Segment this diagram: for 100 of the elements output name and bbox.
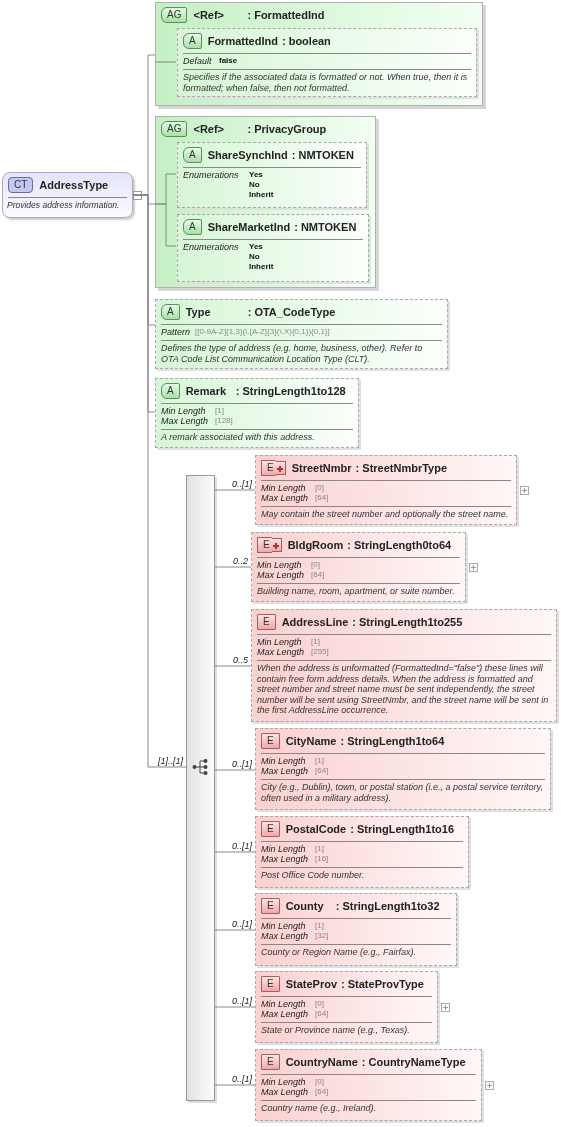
cardinality-label: 0..[1]: [232, 841, 252, 851]
facet-value: [1]: [311, 637, 320, 647]
facet-label: Min Length: [257, 637, 303, 647]
facet-label: Max Length: [161, 416, 210, 426]
facet-label: Max Length: [257, 570, 306, 580]
kind-badge: A: [161, 383, 180, 399]
element-box: [255, 455, 517, 525]
element-box: [251, 609, 557, 722]
description: Post Office Code number.: [260, 869, 366, 882]
facet-value: [[0-9A-Z]{1,3}(\.[A-Z]{3}(\.X){0,1}){0,1}]: [195, 327, 330, 337]
description: Specifies if the associated data is formatted or not. When true, then it is formatted; when false, then not formatted.: [182, 71, 469, 95]
element-name: FormattedInd: [207, 35, 278, 47]
attribute-box: [155, 378, 359, 448]
kind-badge: E: [261, 460, 276, 476]
attribute-group-box: [155, 2, 483, 106]
kind-badge: A: [183, 219, 202, 235]
facet-label: Enumerations: [183, 242, 240, 252]
element-name: Type: [185, 306, 212, 318]
element-name: PostalCode: [285, 823, 347, 835]
cardinality-label: 0..[1]: [232, 996, 252, 1006]
facet-value: No: [249, 252, 261, 262]
connector-line: [214, 769, 256, 771]
facet-label: Min Length: [257, 560, 303, 570]
facet-label: Max Length: [261, 766, 310, 776]
element-name: StateProv: [285, 978, 338, 990]
element-name: BldgRoom: [287, 539, 344, 551]
description: County or Region Name (e.g., Fairfax).: [260, 946, 418, 959]
attribute-group-box: [155, 116, 376, 288]
type-name: AddressType: [39, 179, 109, 191]
kind-badge: E: [257, 614, 276, 630]
facet-value: [0]: [315, 483, 324, 493]
connector-line: [154, 203, 177, 247]
facet-value: Yes: [249, 170, 264, 180]
facet-label: Min Length: [161, 406, 207, 416]
type-name: : StateProvType: [341, 978, 424, 990]
facet-value: [128]: [215, 416, 233, 426]
element-name: ShareMarketInd: [207, 221, 291, 233]
type-name: : NMTOKEN: [294, 221, 357, 233]
element-box: [251, 532, 466, 602]
facet-value: Inherit: [249, 262, 274, 272]
description: Defines the type of address (e.g. home, business, other). Refer to OTA Code List Communication Location Type (CLT).: [160, 342, 424, 366]
connector-line: [214, 1084, 256, 1086]
element-name: ShareSynchInd: [207, 149, 288, 161]
type-name: : StringLength1to64: [340, 735, 445, 747]
type-name: : FormattedInd: [247, 9, 325, 21]
facet-label: Max Length: [261, 854, 310, 864]
connector-line: [214, 929, 256, 931]
kind-badge: E: [261, 821, 280, 837]
type-name: : StringLength1to16: [350, 823, 455, 835]
description: Building name, room, apartment, or suite number.: [256, 585, 456, 598]
cardinality-label: 0..[1]: [232, 479, 252, 489]
kind-badge: AG: [161, 7, 188, 23]
connector-line: [214, 566, 252, 568]
facet-label: Min Length: [261, 999, 307, 1009]
type-name: : boolean: [281, 35, 331, 47]
facet-label: Default: [183, 56, 213, 66]
facet-value: [64]: [311, 570, 325, 580]
kind-badge: A: [183, 33, 202, 49]
description: May contain the street number and optionally the street name.: [260, 508, 510, 521]
facet-value: [1]: [315, 921, 324, 931]
element-name: Remark: [185, 385, 228, 397]
ref-label: <Ref>: [193, 9, 226, 21]
type-name: : StringLength1to32: [335, 900, 440, 912]
type-name: : StreetNmbrType: [355, 462, 448, 474]
facet-label: Max Length: [257, 647, 306, 657]
facet-value: [64]: [315, 766, 329, 776]
facet-label: Max Length: [261, 931, 310, 941]
cardinality-label: 0..[1]: [232, 919, 252, 929]
facet-label: Min Length: [261, 844, 307, 854]
facet-label: Pattern: [161, 327, 192, 337]
connector-line: [214, 489, 256, 491]
connector-line: [214, 665, 252, 667]
facet-value: [1]: [315, 844, 324, 854]
facet-value: [1]: [215, 406, 224, 416]
cardinality-label: 0..5: [233, 655, 248, 665]
sequence-bar: [186, 475, 215, 1101]
attribute-box: [155, 299, 448, 369]
element-name: CountryName: [285, 1056, 358, 1068]
facet-label: Max Length: [261, 493, 310, 503]
kind-badge: E: [261, 733, 280, 749]
facet-value: Inherit: [249, 190, 274, 200]
facet-label: Min Length: [261, 483, 307, 493]
description: When the address is unformatted (FormattedInd="false") these lines will contain free form address details. When the address is formatted and street number and street name must be sent independently, the street number will be sent using StreetNmbr, and the street name will be sent in the first AddressLine occurrence.: [256, 662, 550, 717]
type-name: : NMTOKEN: [291, 149, 354, 161]
facet-label: Max Length: [261, 1087, 310, 1097]
facet-value: [0]: [315, 1077, 324, 1087]
facet-label: Min Length: [261, 921, 307, 931]
facet-value: [255]: [311, 647, 329, 657]
element-box: [255, 816, 469, 888]
type-name: : PrivacyGroup: [247, 123, 327, 135]
attribute-box: [177, 28, 477, 97]
attribute-box: [177, 142, 367, 208]
cardinality-label: 0..2: [233, 556, 248, 566]
facet-value: false: [219, 56, 238, 66]
kind-badge: CT: [8, 177, 34, 193]
facet-value: [64]: [315, 493, 329, 503]
connector-line: [214, 851, 256, 853]
description: A remark associated with this address.: [160, 431, 316, 444]
facet-label: Min Length: [261, 1077, 307, 1087]
cardinality-label: [1]..[1]: [158, 756, 183, 766]
